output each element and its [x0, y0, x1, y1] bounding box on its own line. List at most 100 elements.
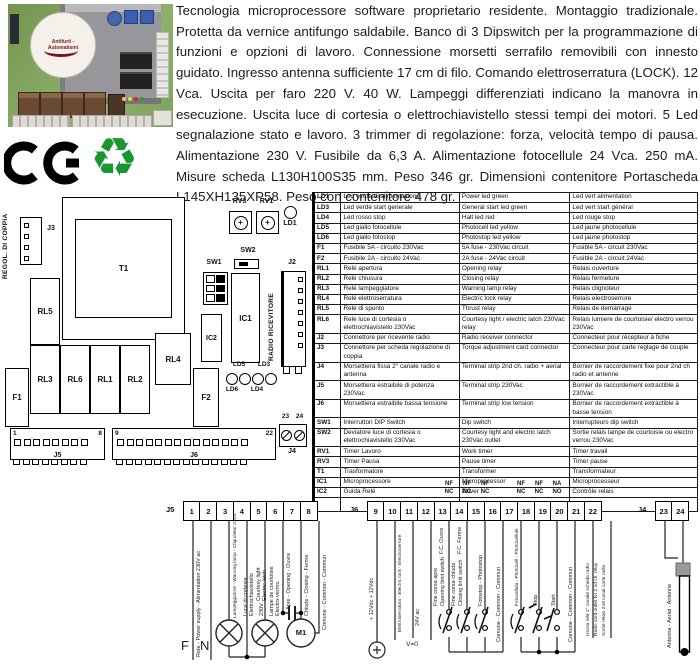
- photo-din-connector: [156, 32, 169, 98]
- photo-led-green: [140, 97, 144, 101]
- pin23-label: 23: [281, 413, 290, 420]
- legend-cell-fr: Led jaune photostop: [569, 232, 698, 244]
- photo-led-yellow-2: [128, 97, 132, 101]
- legend-cell-id: J2: [312, 332, 342, 345]
- courtesy-lamp-icon: [251, 619, 279, 647]
- pin: [183, 439, 191, 446]
- v0-label: V=0: [406, 641, 418, 648]
- pin: [24, 223, 29, 228]
- photo-terminal-strip-1: [12, 115, 70, 127]
- courtesy-en2-label: Electric latch: [262, 569, 268, 601]
- legend-cell-fr: Led vert alimentation: [569, 191, 698, 204]
- j4-screw-icon: [281, 430, 292, 441]
- fc-close-en-label: Closing limit switch: [458, 559, 464, 606]
- photocell-wire-label: Fotocellula - Photocell - Photocellule: [515, 528, 520, 606]
- pin: [79, 460, 87, 465]
- legend-cell-it: Relé chiusura: [340, 273, 460, 285]
- start-button-icon: [543, 607, 561, 632]
- pin: [298, 288, 303, 293]
- dip-row: [206, 275, 225, 283]
- legend-cell-id: J5: [312, 380, 342, 400]
- legend-cell-en: Terminal strip 2nd ch. radio + aerial: [458, 361, 571, 382]
- legend-cell-it: Connettore per scheda regolazione di cop…: [340, 343, 460, 363]
- legend-cell-fr: Relais fermeture: [569, 273, 698, 285]
- plus12-wire-label: + 12Vdc + 12Vdc: [369, 577, 375, 620]
- pin: [192, 460, 199, 465]
- legend-cell-fr: Connecteur pour carte reglage de couple: [569, 343, 698, 363]
- legend-cell-it: Relé lampeggiatore: [340, 283, 460, 295]
- warning-lamp-wire-label: Lampeggiatore - Warning lamp - Clignoteu…: [233, 512, 238, 618]
- dip-row: [206, 284, 225, 292]
- ld6-led: [226, 373, 238, 385]
- legend-cell-id: IC2: [312, 486, 342, 499]
- pin: [23, 439, 31, 446]
- legend-cell-it: Led verde start generale: [340, 202, 460, 214]
- j4-screw-icon: [294, 430, 305, 441]
- pin: [71, 439, 78, 446]
- sw1-label: SW1: [206, 259, 222, 266]
- pin: [117, 439, 124, 446]
- terminal-17: 17: [500, 501, 519, 521]
- photo-ic-2: [120, 72, 152, 89]
- legend-cell-en: Torque adjustment card connector: [458, 343, 571, 363]
- pin24-label: 24: [295, 413, 304, 420]
- neutral-label: N: [200, 638, 210, 653]
- pin: [14, 439, 21, 446]
- legend-cell-it: Morsettiera estraibile di potenza 230Vac: [340, 380, 460, 400]
- pin: [154, 460, 161, 465]
- legend-cell-it: Led giallo fotocellule: [340, 222, 460, 234]
- courtesy-voltage-label: 230V.: [259, 602, 265, 616]
- j5-pins: [14, 439, 88, 446]
- legend-cell-it: Timer Lavoro: [340, 446, 460, 458]
- pin22-label: 22: [265, 430, 273, 437]
- terminal-19: 19: [533, 501, 552, 521]
- legend-cell-fr: Timer travail: [569, 446, 698, 458]
- sw1-dip-switch: [203, 272, 228, 305]
- power-wire-label: Rete - Power supply - Alimentation 230V …: [196, 550, 202, 657]
- j6-strip: 9 22 J6: [112, 428, 276, 460]
- pin: [211, 460, 218, 465]
- legend-cell-en: Halt led red: [458, 212, 571, 224]
- legend-cell-it: Timer Pausa: [340, 456, 460, 468]
- pin: [239, 460, 247, 465]
- pin: [32, 460, 39, 465]
- legend-cell-fr: Relais ouverture: [569, 263, 698, 275]
- pin: [231, 439, 238, 446]
- terminal-16: 16: [483, 501, 502, 521]
- pin: [22, 460, 30, 465]
- terminal-24: 24: [671, 501, 690, 521]
- fc-open-it-label: Fine corsa apre: [433, 567, 439, 606]
- pin: [173, 460, 180, 465]
- terminal-20: 20: [550, 501, 569, 521]
- legend-cell-id: T1: [312, 466, 342, 478]
- j3-label: J3: [47, 225, 55, 232]
- j4-board-label: J4: [288, 448, 296, 455]
- brand-logo-swoosh: [44, 44, 78, 57]
- f2-fuse: F2: [193, 368, 219, 427]
- legend-cell-id: J3: [312, 343, 342, 363]
- pin: [221, 439, 229, 446]
- pcb-layout-diagram: REGOL. DI COPPIA J3 T1 RV3 RV1 + + LD1 S…: [0, 193, 312, 493]
- open-wire-label: Apre - Opening - Ouvre: [286, 552, 292, 610]
- pin: [24, 256, 29, 261]
- photo-trimmer-1: [124, 10, 138, 24]
- pin: [80, 439, 88, 446]
- ld3-led: [265, 373, 277, 385]
- legend-cell-id: F1: [312, 242, 342, 255]
- recycle-icon: ♻: [90, 126, 139, 189]
- legend-cell-it: Led verde di alimentazione: [340, 191, 460, 204]
- radio-en-label: Radio card outlet for 2 nd ch. relay: [594, 562, 599, 636]
- pin: [193, 439, 200, 446]
- pin: [163, 460, 171, 465]
- pin: [145, 439, 153, 446]
- legend-cell-it: Morsettiera fissa 2° canale radio e ante…: [340, 361, 460, 382]
- legend-cell-id: RL2: [312, 273, 342, 285]
- legend-cell-fr: Relais lumiere de courtoisie/ electro ve…: [569, 314, 698, 334]
